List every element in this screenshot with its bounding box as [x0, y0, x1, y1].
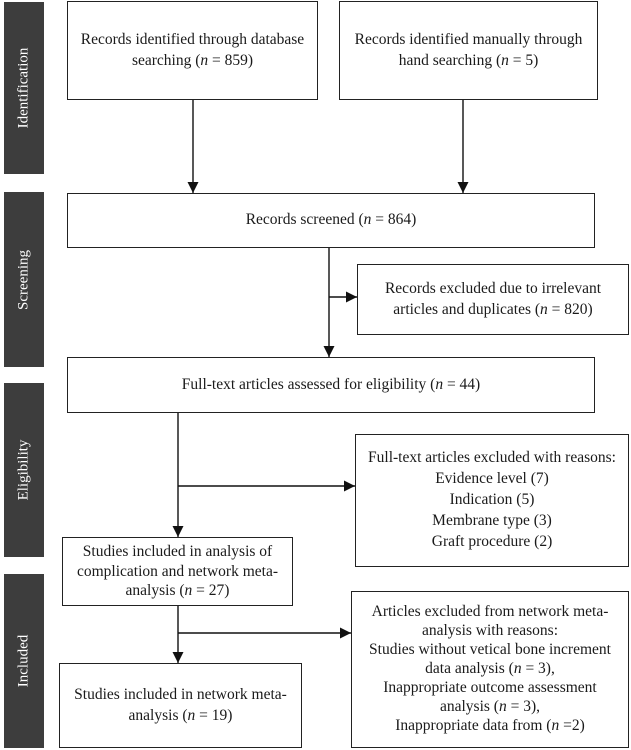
stage-included: Included [4, 574, 44, 748]
reason-item: Evidence level (7) [435, 470, 549, 488]
reason-item: Indication (5) [449, 491, 535, 509]
fulltext-assessed-box: Full-text articles assessed for eligibil… [67, 357, 595, 413]
records-screened-box: Records screened (n = 864) [67, 193, 595, 248]
fulltext-excluded-box: Full-text articles excluded with reasons… [355, 434, 629, 567]
stage-identification: Identification [4, 2, 44, 174]
nma-included-box: Studies included in network meta- analys… [59, 663, 302, 748]
records-database-box: Records identified through database sear… [67, 1, 318, 100]
stage-eligibility: Eligibility [4, 383, 44, 557]
reason-item: Graft procedure (2) [431, 532, 553, 550]
records-excluded-box: Records excluded due to irrelevant artic… [357, 264, 629, 335]
complication-analysis-box: Studies included in analysis of complica… [62, 537, 293, 606]
reason-item: Membrane type (3) [432, 511, 552, 529]
nma-excluded-box: Articles excluded from network meta- ana… [351, 591, 629, 748]
records-hand-box: Records identified manually through hand… [339, 1, 598, 100]
stage-screening: Screening [4, 192, 44, 367]
